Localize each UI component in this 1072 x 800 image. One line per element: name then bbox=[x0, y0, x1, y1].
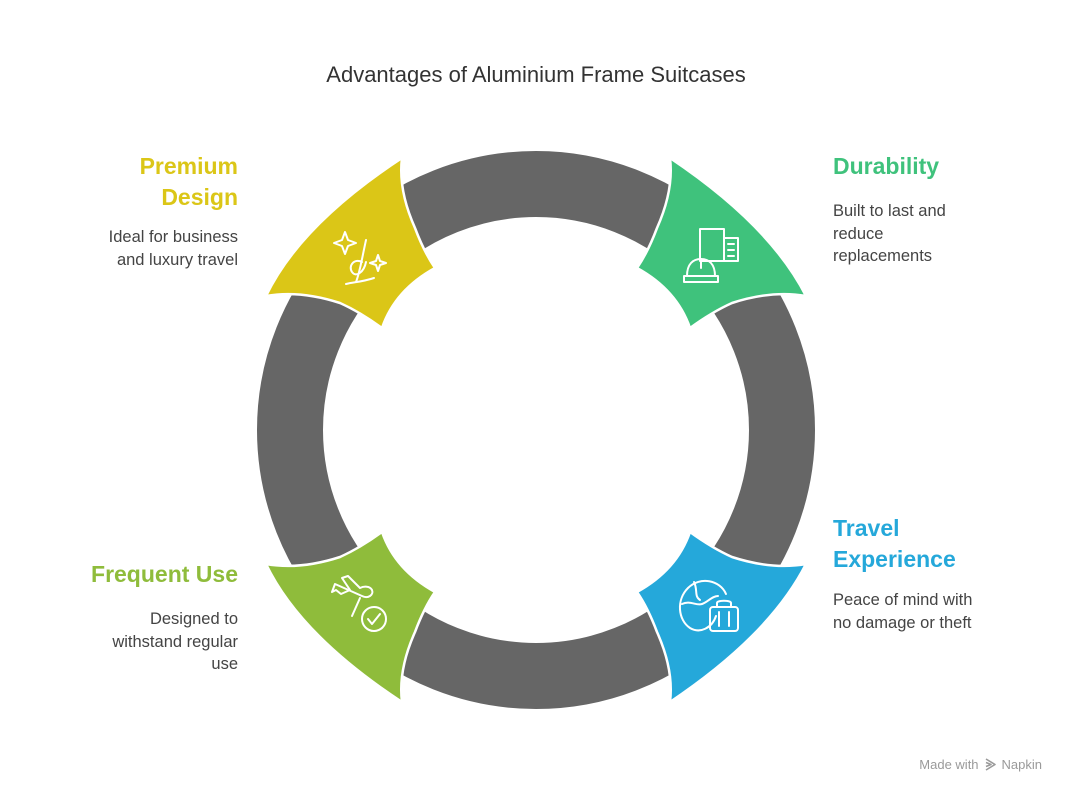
napkin-logo-icon bbox=[985, 758, 996, 771]
frequent-use-description-line-2: withstand regular bbox=[112, 632, 238, 651]
watermark-prefix: Made with bbox=[919, 757, 979, 772]
frequent-use-description-line-3: use bbox=[211, 655, 238, 673]
globe-luggage-icon bbox=[679, 579, 739, 632]
segment-premium-design-shape bbox=[264, 156, 437, 330]
segment-frequent-use bbox=[264, 530, 437, 704]
premium-design-heading-line-2: Design bbox=[161, 184, 238, 210]
frequent-use-description: Designed to withstand regular use bbox=[112, 608, 238, 676]
frequent-use-heading: Frequent Use bbox=[91, 559, 238, 590]
durability-description-line-3: replacements bbox=[833, 247, 933, 265]
durability-heading-line-1: Durability bbox=[833, 153, 940, 179]
premium-design-description-line-1: Ideal for business bbox=[108, 228, 238, 246]
plane-check-icon bbox=[331, 575, 387, 632]
segment-travel-experience-shape bbox=[635, 530, 808, 704]
watermark-brand: Napkin bbox=[1001, 757, 1042, 772]
travel-experience-description-line-1: Peace of mind with bbox=[833, 591, 973, 609]
signature-sparkle-icon bbox=[333, 231, 387, 285]
segment-durability-shape bbox=[635, 156, 808, 330]
segment-frequent-use-shape bbox=[264, 530, 437, 704]
made-with-napkin-watermark: Made with Napkin bbox=[919, 757, 1042, 772]
travel-experience-description-line-2: no damage or theft bbox=[833, 613, 972, 632]
durability-heading: Durability bbox=[833, 151, 939, 182]
durability-description: Built to last and reduce replacements bbox=[833, 200, 946, 268]
travel-experience-heading: Travel Experience bbox=[833, 513, 956, 575]
diagram-title: Advantages of Aluminium Frame Suitcases bbox=[326, 62, 746, 87]
travel-experience-heading-line-2: Experience bbox=[833, 546, 956, 572]
segment-travel-experience bbox=[635, 530, 808, 704]
premium-design-description: Ideal for business and luxury travel bbox=[109, 226, 238, 271]
travel-experience-heading-line-1: Travel bbox=[833, 515, 900, 541]
travel-experience-description: Peace of mind with no damage or theft bbox=[833, 589, 972, 634]
durability-description-line-1: Built to last and bbox=[833, 202, 946, 220]
segment-durability bbox=[635, 156, 808, 330]
segment-premium-design bbox=[264, 156, 437, 330]
frequent-use-heading-line-1: Frequent Use bbox=[91, 561, 238, 587]
premium-design-heading: Premium Design bbox=[140, 151, 238, 213]
frequent-use-description-line-1: Designed to bbox=[149, 610, 238, 628]
premium-design-heading-line-1: Premium bbox=[139, 153, 238, 179]
hardhat-building-icon bbox=[683, 228, 739, 283]
durability-description-line-2: reduce bbox=[833, 224, 884, 243]
premium-design-description-line-2: and luxury travel bbox=[116, 250, 238, 269]
cycle-ring bbox=[257, 151, 815, 709]
